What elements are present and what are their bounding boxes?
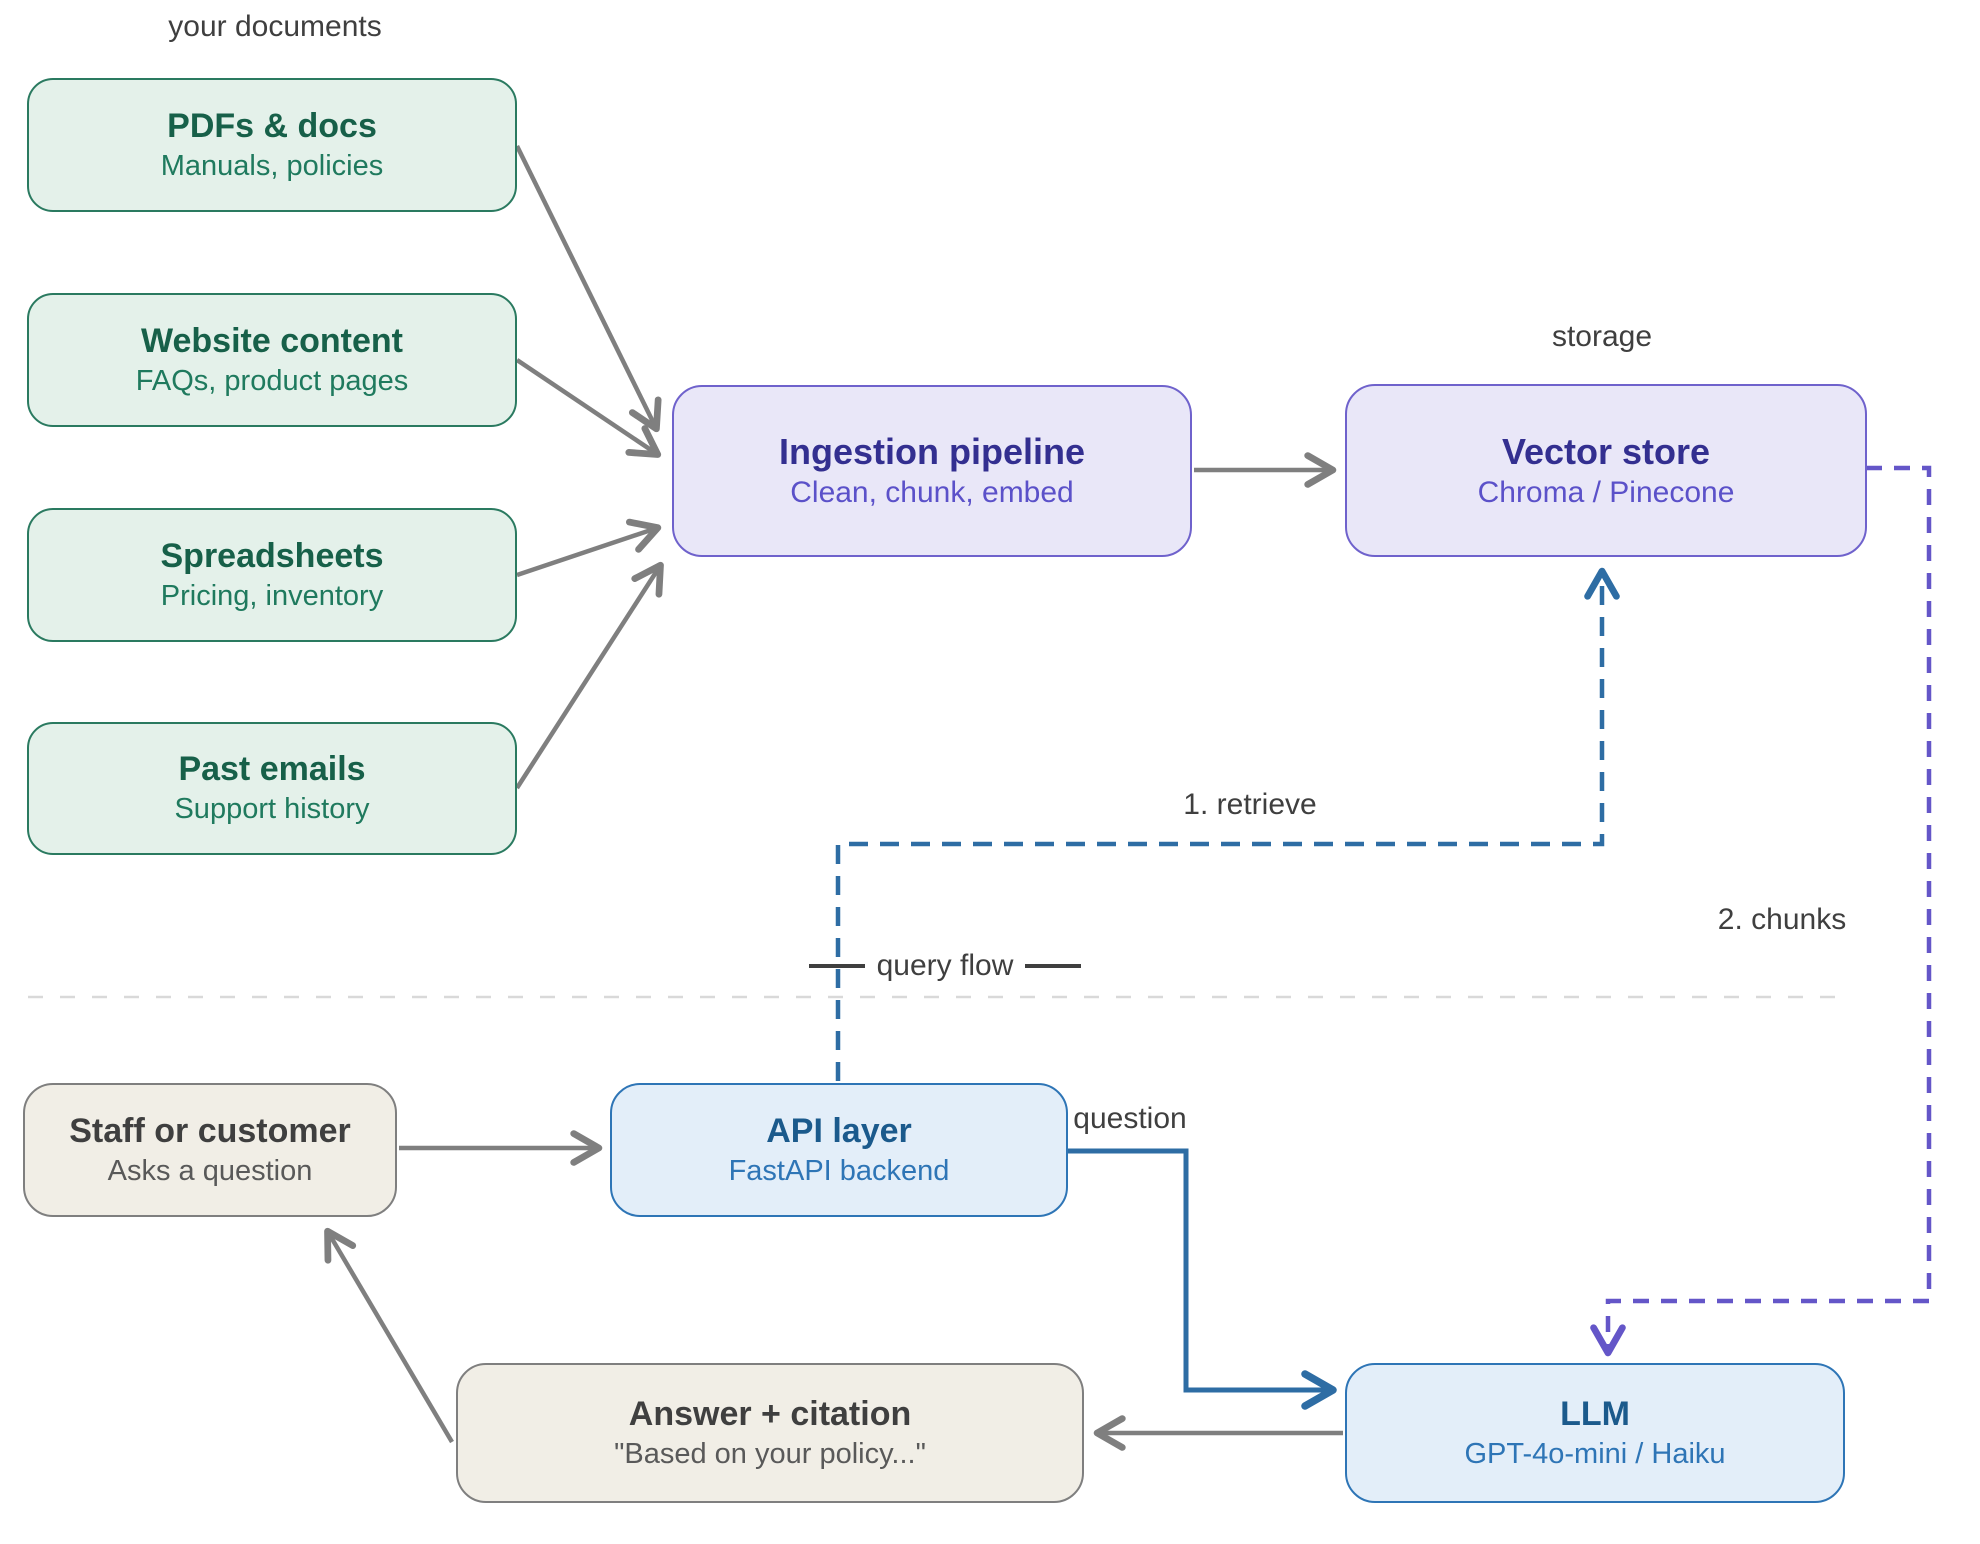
retrieve-step-label: 1. retrieve [1183, 788, 1317, 821]
node-staff-or-customer: Staff or customer Asks a question [23, 1083, 397, 1217]
node-spreadsheets: Spreadsheets Pricing, inventory [27, 508, 517, 642]
arrow-website-to-ingestion [515, 358, 662, 458]
node-staff-title: Staff or customer [69, 1111, 351, 1150]
arrow-answer-to-staff [324, 1227, 454, 1444]
node-answer-title: Answer + citation [628, 1394, 912, 1433]
node-api-layer: API layer FastAPI backend [610, 1083, 1068, 1217]
chunks-dashed-line-vector-to-llm [1590, 465, 1932, 1357]
node-spreadsheets-subtitle: Pricing, inventory [160, 579, 384, 612]
node-website-title: Website content [141, 321, 403, 360]
node-pdfs-subtitle: Manuals, policies [160, 149, 384, 182]
retrieve-dashed-line-api-to-vector [835, 567, 1620, 1081]
chunks-step-label: 2. chunks [1717, 903, 1847, 936]
arrow-emails-to-ingestion [515, 561, 664, 790]
node-emails-title: Past emails [178, 750, 366, 789]
node-past-emails: Past emails Support history [27, 722, 517, 855]
arrow-spreadsheets-to-ingestion [516, 518, 662, 578]
query-flow-label: query flow [780, 946, 1110, 986]
node-ingestion-title: Ingestion pipeline [778, 431, 1086, 473]
node-answer-subtitle: "Based on your policy..." [614, 1437, 926, 1470]
node-ingestion-subtitle: Clean, chunk, embed [790, 476, 1074, 510]
node-llm: LLM GPT-4o-mini / Haiku [1345, 1363, 1845, 1503]
node-api-subtitle: FastAPI backend [728, 1154, 950, 1187]
storage-label: storage [1551, 320, 1653, 353]
node-answer-citation: Answer + citation "Based on your policy.… [456, 1363, 1084, 1503]
node-vector-subtitle: Chroma / Pinecone [1477, 475, 1735, 509]
node-pdfs-docs: PDFs & docs Manuals, policies [27, 78, 517, 212]
node-vector-store: Vector store Chroma / Pinecone [1345, 384, 1867, 557]
node-llm-subtitle: GPT-4o-mini / Haiku [1464, 1437, 1726, 1470]
node-vector-title: Vector store [1501, 430, 1711, 472]
node-api-title: API layer [766, 1111, 912, 1150]
node-website-content: Website content FAQs, product pages [27, 293, 517, 427]
arrow-pdfs-to-ingestion [514, 145, 662, 433]
node-emails-subtitle: Support history [174, 793, 370, 826]
query-flow-right-dash [1025, 964, 1082, 968]
node-website-subtitle: FAQs, product pages [135, 364, 409, 397]
node-spreadsheets-title: Spreadsheets [160, 536, 384, 575]
node-llm-title: LLM [1560, 1394, 1630, 1433]
node-pdfs-title: PDFs & docs [167, 106, 377, 145]
node-ingestion-pipeline: Ingestion pipeline Clean, chunk, embed [672, 385, 1192, 557]
question-line-api-to-llm [1068, 1148, 1337, 1410]
query-flow-text: query flow [876, 949, 1014, 982]
query-flow-left-dash [808, 964, 865, 968]
question-label: question [1073, 1102, 1187, 1135]
your-documents-label: your documents [168, 10, 382, 43]
node-staff-subtitle: Asks a question [107, 1154, 313, 1187]
